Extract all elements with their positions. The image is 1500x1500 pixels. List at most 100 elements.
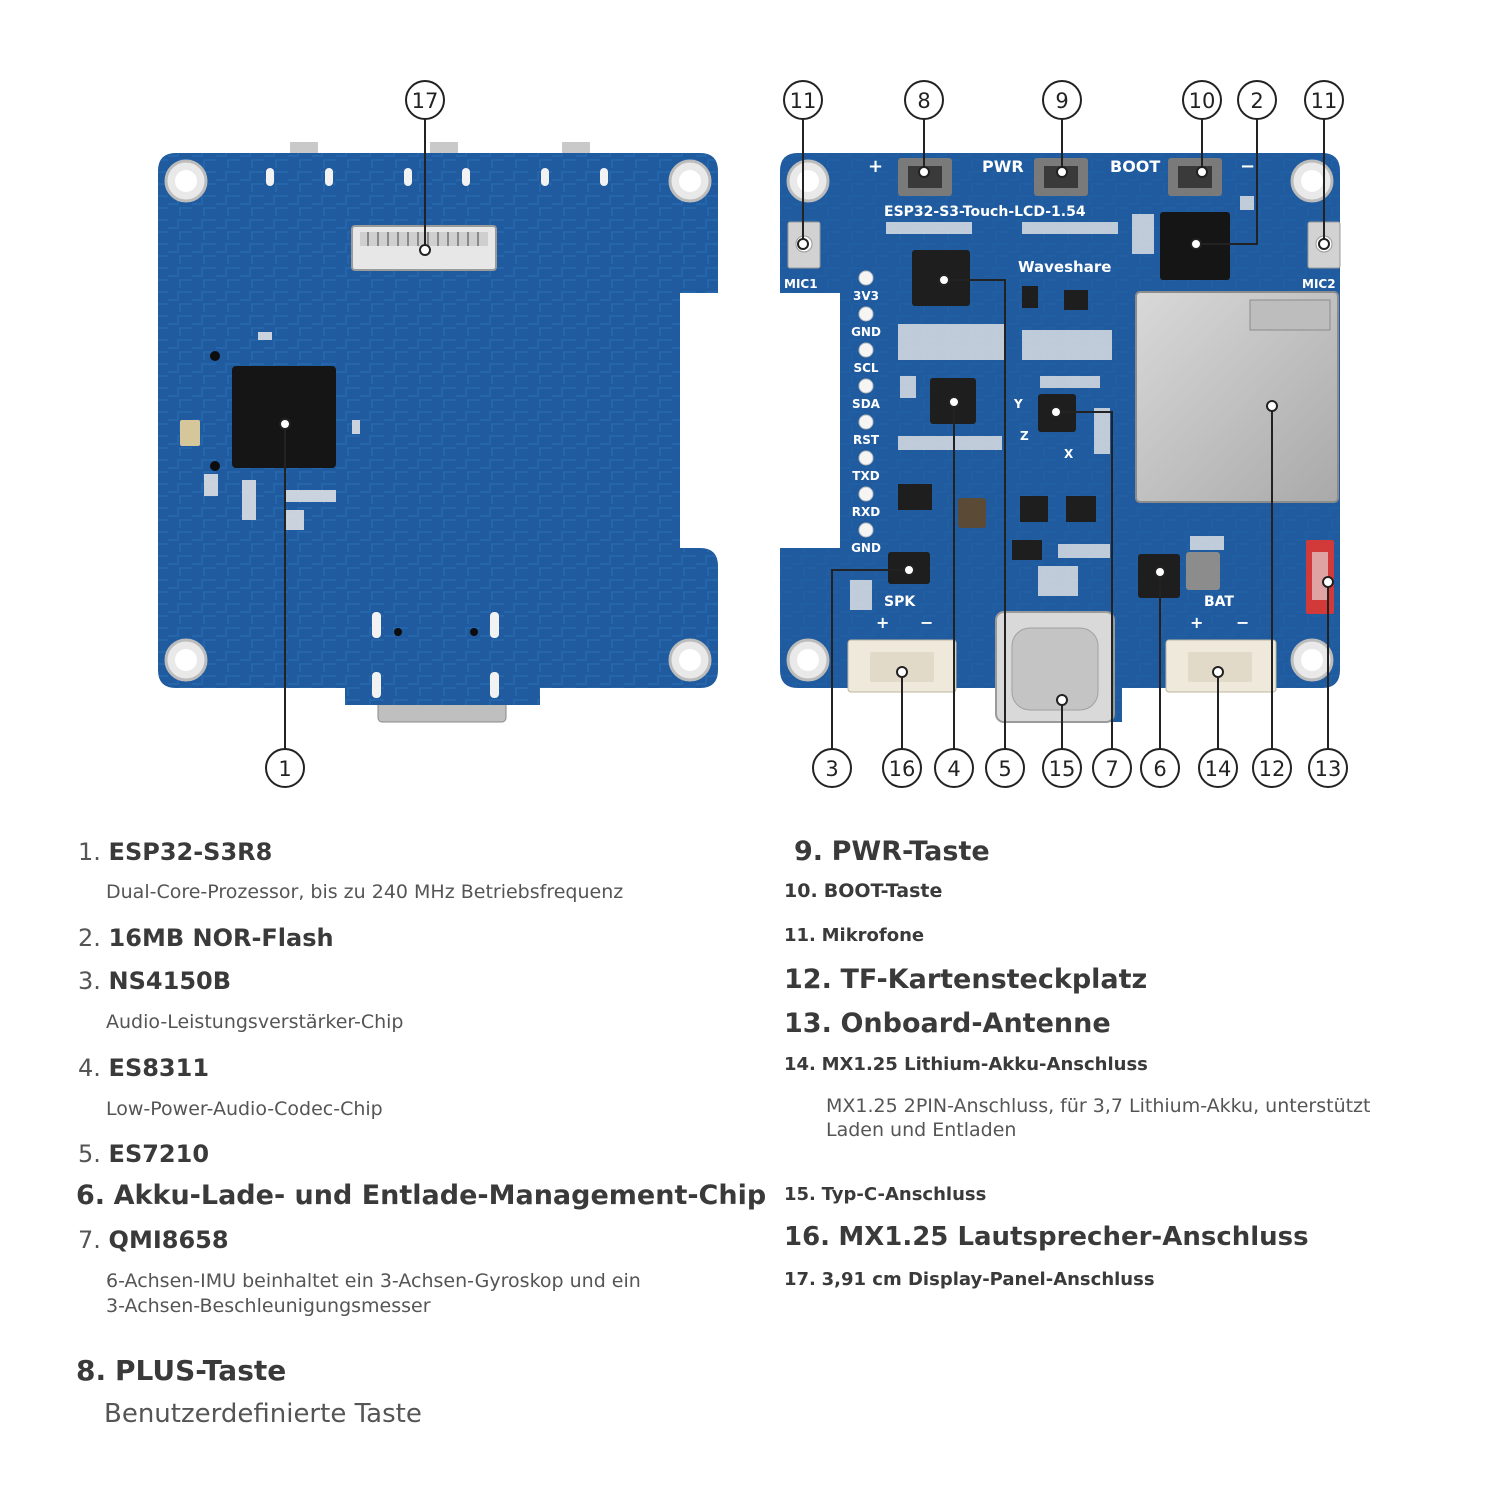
pin-label-3: SDA	[852, 397, 881, 411]
silk-spk: SPK	[884, 594, 916, 610]
legend-num: 13.	[784, 1008, 832, 1039]
pin-label-1: GND	[851, 325, 881, 339]
pin-label-5: TXD	[852, 469, 879, 483]
callout-17: 17	[405, 80, 445, 120]
legend-item-7: 7. QMI8658	[78, 1226, 229, 1254]
callouts: 17 1 11 8 9 10 2 11 3 16 4 5 15 7 6 14 1…	[265, 80, 1348, 788]
callout-label: 13	[1315, 757, 1342, 781]
board-diagram: + PWR BOOT − ESP32-S3-Touch-LCD-1.54 Wav…	[158, 80, 1348, 788]
legend-item-12: 12. TF-Kartensteckplatz	[784, 964, 1147, 995]
legend-num: 12.	[784, 964, 832, 995]
silk-pwr: PWR	[982, 157, 1024, 176]
callout-label: 4	[947, 757, 960, 781]
legend-title: QMI8658	[108, 1226, 229, 1254]
callout-2: 2	[1237, 80, 1277, 120]
legend-item-2: 2. 16MB NOR-Flash	[78, 924, 334, 952]
legend-title: PWR-Taste	[831, 836, 990, 867]
silk-plus-left: +	[868, 156, 883, 177]
legend-num: 14.	[784, 1054, 816, 1075]
legend-num: 9.	[794, 836, 824, 867]
callout-label: 17	[412, 89, 439, 113]
silk-bat-minus: −	[1236, 613, 1249, 632]
legend-item-6: 6. Akku-Lade- und Entlade-Management-Chi…	[76, 1180, 766, 1211]
legend-desc-8: Benutzerdefinierte Taste	[104, 1399, 422, 1429]
legend-item-10: 10. BOOT-Taste	[784, 880, 942, 902]
legend-item-4: 4. ES8311	[78, 1054, 209, 1082]
callout-6: 6	[1140, 748, 1180, 788]
legend-title: 16MB NOR-Flash	[108, 924, 334, 952]
callout-label: 14	[1205, 757, 1232, 781]
legend-item-11: 11. Mikrofone	[784, 925, 924, 946]
legend-item-5: 5. ES7210	[78, 1140, 209, 1168]
legend-title: ES8311	[108, 1054, 210, 1082]
callout-8: 8	[904, 80, 944, 120]
silk-bat-plus: +	[1190, 613, 1203, 632]
silk-spk-minus: −	[920, 613, 933, 632]
pin-label-4: RST	[853, 433, 880, 447]
silk-spk-plus: +	[876, 613, 889, 632]
callout-label: 10	[1189, 89, 1216, 113]
pin-label-2: SCL	[853, 361, 878, 375]
callout-label: 16	[889, 757, 916, 781]
callout-15: 15	[1042, 748, 1082, 788]
legend-item-15: 15. Typ-C-Anschluss	[784, 1184, 986, 1205]
board-back	[158, 142, 718, 723]
callout-label: 12	[1259, 757, 1286, 781]
callout-11a: 11	[783, 80, 823, 120]
callout-16: 16	[882, 748, 922, 788]
callout-14: 14	[1198, 748, 1238, 788]
silk-brand: Waveshare	[1018, 258, 1111, 276]
callout-12: 12	[1252, 748, 1292, 788]
callout-label: 11	[790, 89, 817, 113]
callout-label: 7	[1105, 757, 1118, 781]
legend-num: 2.	[78, 924, 101, 952]
callout-label: 5	[998, 757, 1011, 781]
pin-label-0: 3V3	[853, 289, 879, 303]
pin-label-6: RXD	[852, 505, 880, 519]
legend-num: 5.	[78, 1140, 101, 1168]
legend-title: BOOT-Taste	[823, 880, 943, 902]
silk-axis-x: X	[1064, 447, 1074, 461]
legend-num: 16.	[784, 1222, 831, 1252]
legend-item-8: 8. PLUS-Taste	[76, 1354, 286, 1387]
legend-num: 7.	[78, 1226, 101, 1254]
legend-desc-7: 6-Achsen-IMU beinhaltet ein 3-Achsen-Gyr…	[106, 1270, 641, 1292]
legend-title: Onboard-Antenne	[840, 1008, 1111, 1039]
legend-num: 15.	[784, 1184, 816, 1205]
callout-label: 15	[1049, 757, 1076, 781]
callout-label: 8	[917, 89, 930, 113]
callout-label: 6	[1153, 757, 1166, 781]
legend-title: PLUS-Taste	[115, 1354, 287, 1387]
legend-num: 17.	[784, 1269, 816, 1290]
legend-item-1: 1. ESP32-S3R8	[78, 838, 272, 866]
pin-label-7: GND	[851, 541, 881, 555]
legend-item-14: 14. MX1.25 Lithium-Akku-Anschluss	[784, 1054, 1148, 1075]
silk-boot: BOOT	[1110, 157, 1160, 176]
board-front: + PWR BOOT − ESP32-S3-Touch-LCD-1.54 Wav…	[780, 153, 1341, 723]
callout-4: 4	[934, 748, 974, 788]
legend-title: MX1.25 Lithium-Akku-Anschluss	[821, 1054, 1148, 1075]
legend-title: Mikrofone	[821, 925, 925, 946]
legend-item-13: 13. Onboard-Antenne	[784, 1008, 1111, 1039]
legend-title: 3,91 cm Display-Panel-Anschluss	[821, 1269, 1155, 1290]
callout-label: 1	[278, 757, 291, 781]
callout-label: 3	[825, 757, 838, 781]
legend-title: MX1.25 Lautsprecher-Anschluss	[838, 1222, 1309, 1252]
callout-10: 10	[1182, 80, 1222, 120]
leader-dots	[279, 166, 1334, 706]
legend-title: ESP32-S3R8	[108, 838, 273, 866]
legend-num: 11.	[784, 925, 816, 946]
legend-num: 10.	[784, 880, 818, 902]
callout-3: 3	[812, 748, 852, 788]
legend-desc-3: Audio-Leistungsverstärker-Chip	[106, 1011, 404, 1033]
legend-title: TF-Kartensteckplatz	[840, 964, 1148, 995]
legend-desc-7b: 3-Achsen-Beschleunigungsmesser	[106, 1295, 431, 1317]
legend-desc-14: MX1.25 2PIN-Anschluss, für 3,7 Lithium-A…	[826, 1095, 1371, 1117]
legend-item-9: 9. PWR-Taste	[794, 836, 990, 867]
legend-num: 8.	[76, 1354, 107, 1387]
silk-axis-y: Y	[1013, 397, 1023, 411]
legend-num: 1.	[78, 838, 101, 866]
callout-1: 1	[265, 748, 305, 788]
legend-item-16: 16. MX1.25 Lautsprecher-Anschluss	[784, 1222, 1309, 1252]
